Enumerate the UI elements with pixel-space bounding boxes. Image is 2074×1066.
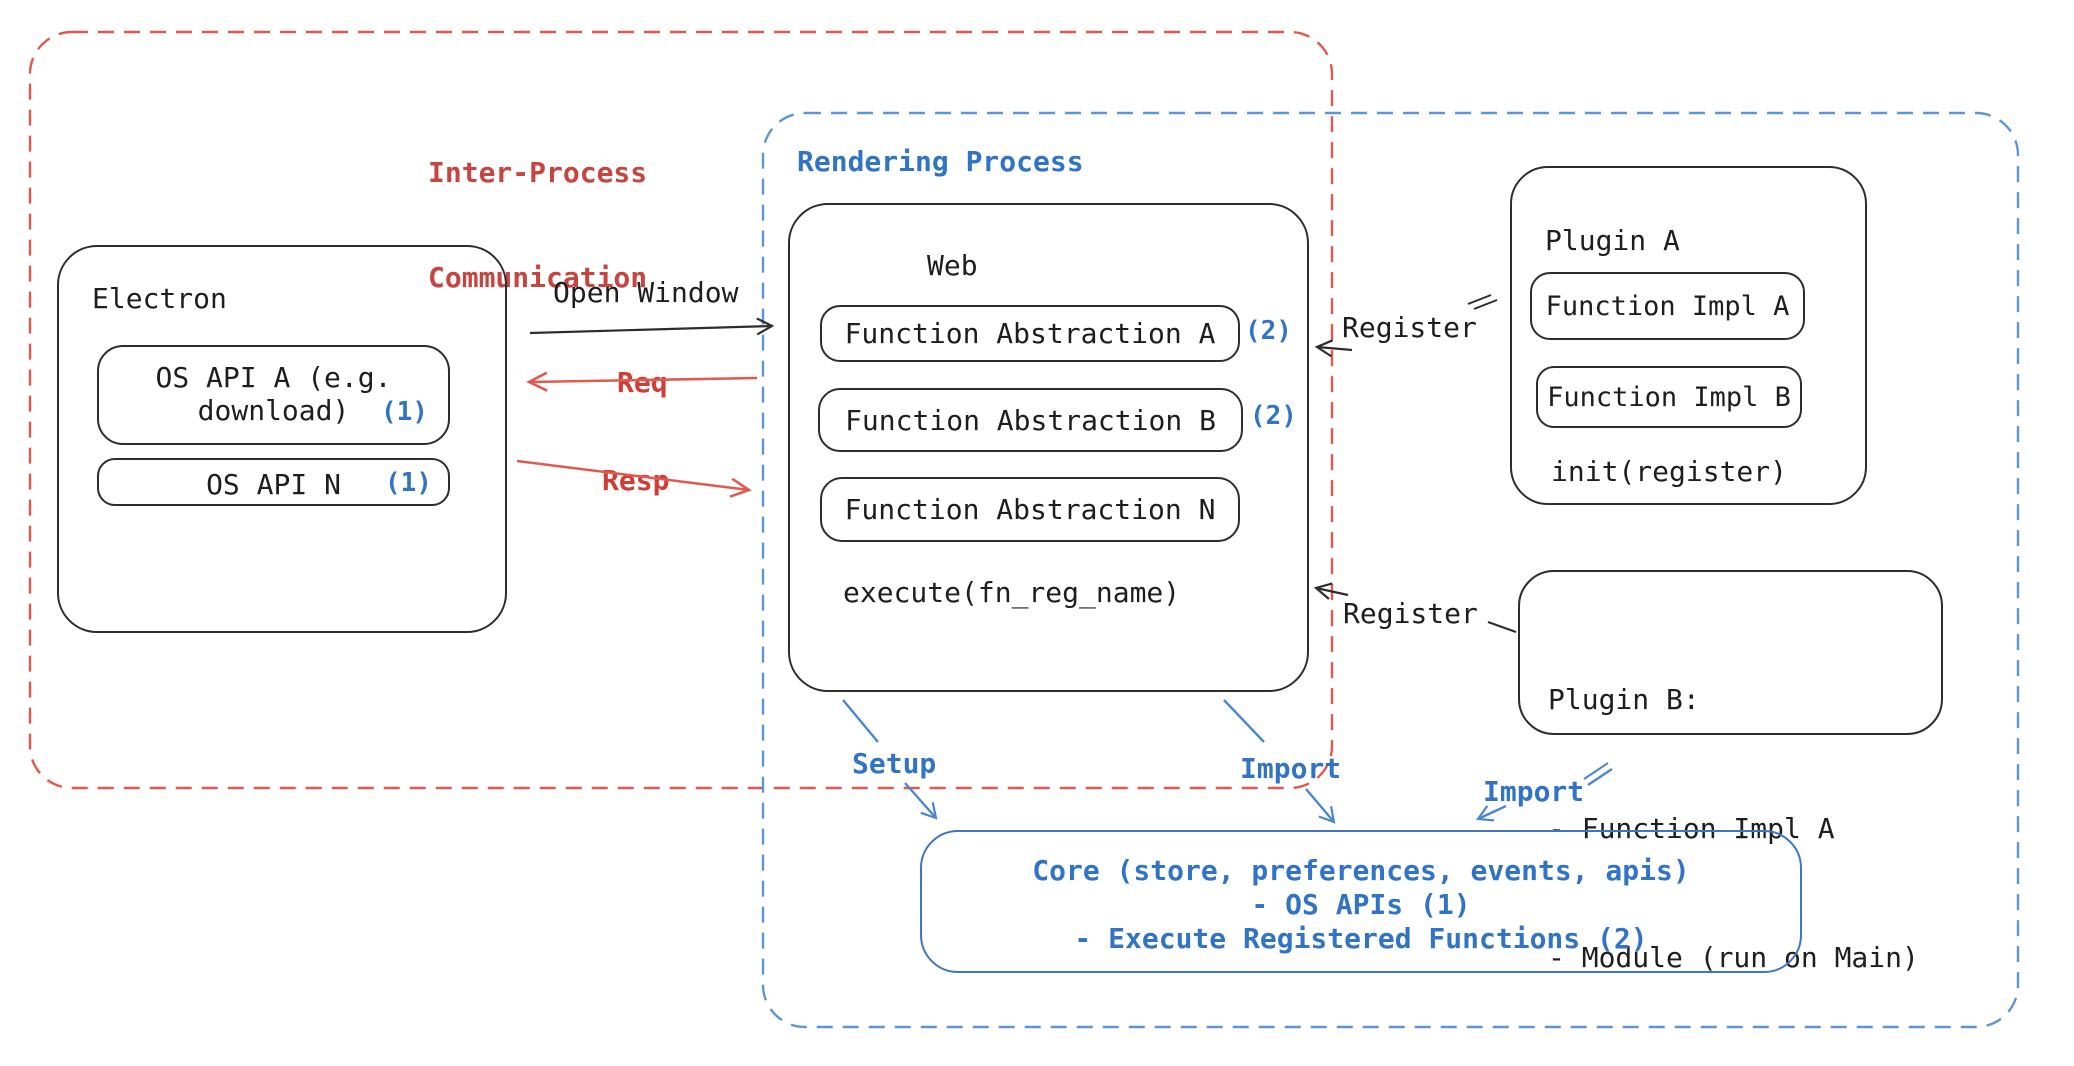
register-b-arrow-tail xyxy=(1487,620,1517,634)
function-abstraction-b-badge: (2) xyxy=(1250,401,1297,431)
core-box xyxy=(920,830,1802,973)
execute-label: execute(fn_reg_name) xyxy=(843,576,1181,609)
import-plugin-b-label: Import xyxy=(1483,775,1585,808)
os-api-a-box xyxy=(97,345,450,445)
req-label: Req xyxy=(617,366,668,399)
register-a-label: Register xyxy=(1342,311,1477,344)
register-a-arrow-tail xyxy=(1467,294,1492,305)
plugin-a-box xyxy=(1510,166,1867,505)
rendering-region-title: Rendering Process xyxy=(797,145,1084,178)
web-title: Web xyxy=(927,249,978,282)
import-web-arrow-tail xyxy=(1223,699,1265,743)
resp-label: Resp xyxy=(602,464,670,497)
core-line1: Core (store, preferences, events, apis) xyxy=(1032,854,1690,887)
register-b-label: Register xyxy=(1343,597,1478,630)
core-text: Core (store, preferences, events, apis) … xyxy=(920,854,1802,956)
os-api-a-label-line1: OS API A (e.g. xyxy=(155,361,392,394)
function-abstraction-b-box: Function Abstraction B xyxy=(818,388,1243,452)
os-api-a-badge: (1) xyxy=(381,397,428,427)
os-api-n-label: OS API N xyxy=(206,468,341,501)
os-api-a-label: OS API A (e.g. download) xyxy=(97,361,450,427)
setup-arrow-head xyxy=(904,782,938,820)
web-box xyxy=(788,203,1309,692)
ipc-region-title-line1: Inter-Process xyxy=(428,156,648,189)
os-api-a-label-line2: download) xyxy=(197,394,350,427)
function-abstraction-n-box: Function Abstraction N xyxy=(820,477,1240,542)
plugin-b-text: Plugin B: - Function Impl A - Module (ru… xyxy=(1548,592,1919,1065)
register-a-arrow-head xyxy=(1314,339,1353,358)
function-abstraction-a-badge: (2) xyxy=(1245,316,1292,346)
plugin-a-impl-a-box: Function Impl A xyxy=(1530,272,1805,340)
electron-title: Electron xyxy=(92,282,227,315)
setup-arrow-tail xyxy=(842,699,879,743)
os-api-n-box xyxy=(97,458,450,506)
plugin-a-impl-a-label: Function Impl A xyxy=(1545,290,1790,322)
plugin-a-impl-b-box: Function Impl B xyxy=(1536,366,1802,428)
plugin-a-init-label: init(register) xyxy=(1551,455,1788,488)
import-web-arrow-head xyxy=(1305,788,1336,824)
function-abstraction-a-label: Function Abstraction A xyxy=(844,317,1216,350)
open-window-label: Open Window xyxy=(553,276,739,309)
plugin-a-title: Plugin A xyxy=(1545,224,1680,257)
plugin-b-line3: - Module (run on Main) xyxy=(1548,941,1919,974)
core-line2: - OS APIs (1) xyxy=(1251,888,1471,921)
function-abstraction-b-label: Function Abstraction B xyxy=(845,403,1216,437)
register-a-arrow-tail2 xyxy=(1473,299,1498,310)
core-line3: - Execute Registered Functions (2) xyxy=(1074,922,1648,955)
ipc-region-title: Inter-Process Communication xyxy=(428,85,647,365)
os-api-n-badge: (1) xyxy=(385,468,432,498)
plugin-b-line1: Plugin B: xyxy=(1548,683,1700,716)
register-b-arrow-head xyxy=(1313,582,1349,600)
setup-label: Setup xyxy=(852,747,937,780)
plugin-b-box xyxy=(1518,570,1943,735)
function-abstraction-a-box: Function Abstraction A xyxy=(820,305,1240,362)
electron-box xyxy=(57,245,507,633)
plugin-b-line2: - Function Impl A xyxy=(1548,812,1835,845)
plugin-a-impl-b-label: Function Impl B xyxy=(1547,381,1791,413)
import-web-label: Import xyxy=(1240,752,1342,785)
ipc-region-title-line2: Communication xyxy=(428,261,648,294)
function-abstraction-n-label: Function Abstraction N xyxy=(844,493,1216,526)
